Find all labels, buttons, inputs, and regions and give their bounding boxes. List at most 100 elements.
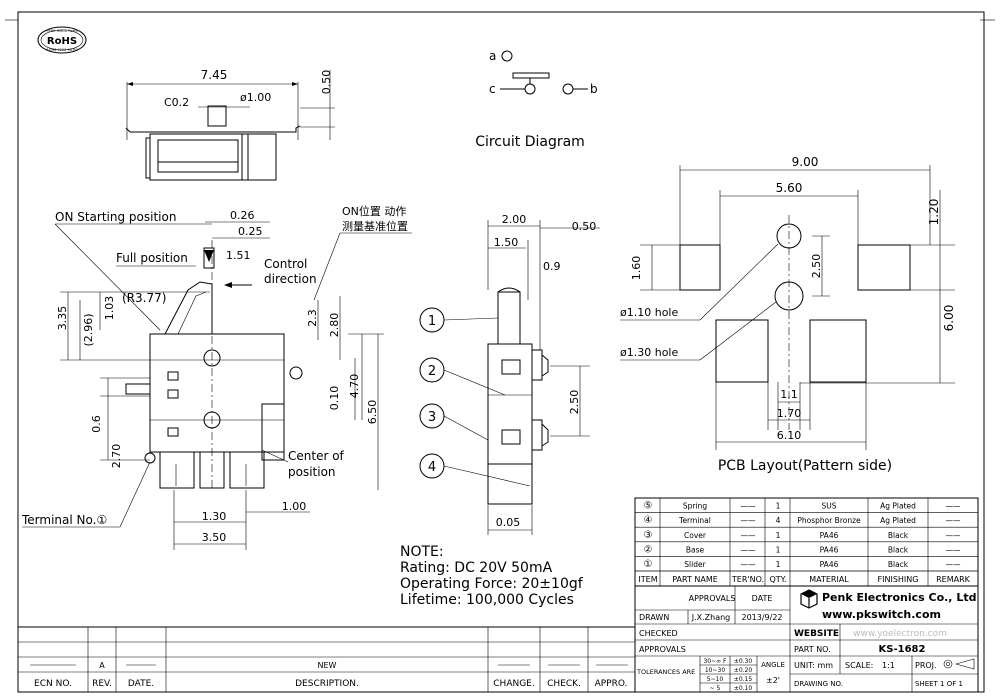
- rev-a: A: [99, 661, 105, 670]
- bom-cell-item: ④: [644, 515, 653, 526]
- callout-4: 4: [428, 460, 436, 475]
- bom-cell-name: Cover: [684, 531, 707, 540]
- label-on-cn-2: 测量基准位置: [342, 219, 408, 233]
- rev-h-ecn: ECN NO.: [34, 679, 72, 689]
- pcb-hole-1-10: ø1.10 hole: [620, 306, 678, 319]
- pcb-dim-1-1: 1.1: [780, 388, 798, 401]
- dim-1-51: 1.51: [226, 249, 251, 262]
- tb-drawn-by: J.X.Zhang: [691, 613, 731, 622]
- tb-checked: CHECKED: [639, 629, 678, 638]
- bom-cell-item: ③: [644, 530, 653, 541]
- bom-cell-ter: ——: [741, 502, 757, 511]
- label-center-1: Center of: [288, 449, 345, 463]
- pcb-title: PCB Layout(Pattern side): [718, 458, 892, 474]
- dim-2-96: (2.96): [82, 313, 95, 346]
- bom-cell-material: PA46: [820, 531, 839, 540]
- title-block: APPROVALS DATE DRAWN J.X.Zhang 2013/9/22…: [634, 585, 979, 693]
- bom-cell-remark: ——: [946, 560, 962, 569]
- pad-bottom-right: [809, 319, 867, 383]
- dim-2-70: 2.70: [110, 444, 123, 469]
- pad-right: [857, 244, 911, 291]
- notes-title: NOTE:: [400, 544, 444, 560]
- notes-rating: Rating: DC 20V 50mA: [400, 560, 553, 576]
- tb-tol-1b: ±0.30: [734, 658, 753, 665]
- dim-4-70: 4.70: [348, 374, 361, 399]
- tb-drawing-no: DRAWING NO.: [794, 680, 843, 688]
- tb-tol-2a: 10~30: [705, 667, 725, 674]
- bom-cell-ter: ——: [741, 516, 757, 525]
- bom-cell-qty: 1: [776, 502, 781, 511]
- label-terminal-no: Terminal No.①: [21, 513, 107, 527]
- dim-0-9: 0.9: [543, 260, 561, 273]
- bom-cell-name: Slider: [684, 560, 706, 569]
- bom-cell-qty: 1: [776, 560, 781, 569]
- tb-company: Penk Electronics Co., Ltd: [822, 591, 976, 604]
- actuator: [164, 281, 213, 335]
- dim-6-50: 6.50: [366, 400, 379, 425]
- pcb-hole-1-30: ø1.30 hole: [620, 346, 678, 359]
- bom-cell-material: PA46: [820, 545, 839, 554]
- tb-tol-2b: ±0.20: [734, 667, 753, 674]
- bom-cell-material: PA46: [820, 560, 839, 569]
- tb-watermark: www.yoelectron.com: [853, 629, 947, 639]
- dim-0-25: 0.25: [238, 225, 263, 238]
- bom-cell-item: ①: [644, 559, 653, 570]
- bom-cell-qty: 1: [776, 531, 781, 540]
- rev-h-change: CHANGE.: [493, 679, 534, 689]
- tb-sheet: SHEET 1 OF 1: [915, 680, 963, 688]
- tb-drawn: DRAWN: [639, 613, 669, 622]
- bom-cell-qty: 4: [776, 516, 781, 525]
- bom-cell-remark: ——: [946, 516, 962, 525]
- label-on-start: ON Starting position: [55, 210, 176, 224]
- tb-approvals-2: APPROVALS: [639, 645, 686, 654]
- rev-h-check: CHECK.: [547, 679, 581, 689]
- bom-h-ter: TER'NO.: [731, 575, 764, 584]
- tb-tol-4a: ~ 5: [710, 685, 721, 692]
- callout-3: 3: [428, 410, 436, 425]
- dim-7-45: 7.45: [201, 68, 228, 82]
- rohs-bottom: ROHS 2002 95 EC: [46, 48, 78, 52]
- bom-cell-name: Spring: [683, 502, 707, 511]
- bom-cell-item: ⑤: [644, 501, 653, 512]
- bom-h-name: PART NAME: [672, 575, 718, 584]
- side-view: 2.00 1.50 0.50 0.9 2.50 0.05 1 2: [419, 213, 600, 535]
- bom-cell-material: Phosphor Bronze: [797, 516, 861, 525]
- dim-3-50: 3.50: [202, 531, 227, 544]
- tb-scale: SCALE:: [845, 661, 873, 670]
- label-control-1: Control: [264, 257, 307, 271]
- pcb-dim-2-50: 2.50: [810, 254, 823, 279]
- callout-2: 2: [428, 364, 436, 379]
- tb-tol-1a: 30~∞ F: [703, 658, 727, 665]
- tb-tolerances: TOLERANCES ARE: [636, 668, 695, 676]
- bom-cell-ter: ——: [741, 545, 757, 554]
- dim-2-50-side: 2.50: [568, 390, 581, 415]
- dim-2-3: 2.3: [306, 309, 319, 327]
- rohs-logo: RoHS PENK HMCC RoHS ROHS 2002 95 EC: [37, 26, 87, 54]
- bom-cell-finish: Black: [888, 545, 909, 554]
- bom-cell-ter: ——: [741, 531, 757, 540]
- label-center-2: position: [288, 465, 336, 479]
- dim-c0-2: C0.2: [164, 96, 189, 109]
- pcb-dim-6-10: 6.10: [777, 429, 802, 442]
- pcb-dim-1-60: 1.60: [630, 256, 643, 281]
- bom-h-qty: QTY.: [770, 575, 787, 584]
- rohs-label: RoHS: [47, 36, 77, 47]
- top-view: 7.45 0.50 C0.2 ø1.00: [125, 68, 335, 181]
- pcb-dim-6-00: 6.00: [942, 305, 956, 332]
- rev-new: NEW: [318, 661, 337, 670]
- bom-h-remark: REMARK: [936, 575, 971, 584]
- bom-cell-name: Base: [686, 545, 705, 554]
- bom-h-item: ITEM: [638, 575, 657, 584]
- pcb-dim-1-70: 1.70: [777, 407, 802, 420]
- dim-0-50-side: 0.50: [572, 220, 597, 233]
- bom-h-material: MATERIAL: [809, 575, 849, 584]
- dim-r3-77: (R3.77): [122, 291, 166, 305]
- dim-1-50: 1.50: [494, 236, 519, 249]
- label-control-2: direction: [264, 272, 317, 286]
- circuit-diagram: a c b Circuit Diagram: [475, 49, 597, 150]
- tb-drawn-date: 2013/9/22: [741, 613, 782, 622]
- callout-1: 1: [428, 314, 436, 329]
